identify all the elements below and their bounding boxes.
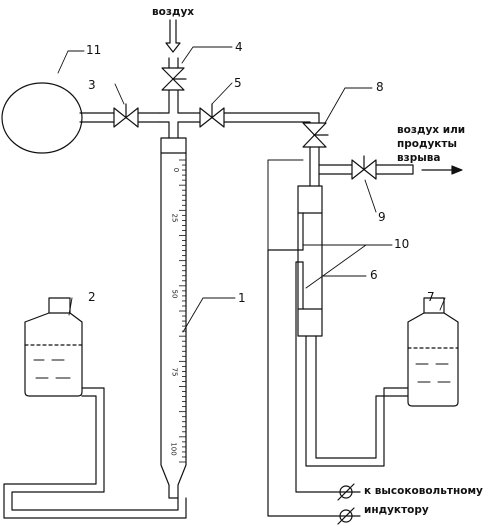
inductor-label-line-2: индуктору [364, 504, 429, 516]
pipe-to-valve-8 [223, 112, 320, 124]
terminal-2-icon [339, 509, 353, 523]
wire-to-inductor-2 [267, 249, 361, 517]
terminal-1-icon [339, 485, 353, 499]
terminal-2-slash [337, 507, 355, 525]
callout-4: 4 [235, 40, 243, 54]
hose-vessel2-burette [3, 387, 187, 519]
wire-upper-link [267, 159, 304, 251]
valve-3 [113, 107, 139, 128]
level-vessel-2 [24, 297, 83, 397]
leader-10-lower [305, 244, 367, 289]
leader-11 [57, 50, 85, 74]
pipe-valve8-to-tube [309, 146, 320, 187]
callout-11: 11 [86, 43, 102, 57]
air-inlet-label: воздух [152, 6, 195, 18]
outlet-pipe [375, 164, 414, 175]
air-outlet-label-line-2: продукты [397, 138, 458, 150]
burette-scale [179, 159, 186, 463]
scale-label-25: 25 [170, 213, 179, 223]
hose-tube6-vessel7 [305, 335, 409, 467]
leader-9 [364, 179, 377, 213]
leader-2 [68, 297, 73, 316]
callout-1: 1 [238, 291, 246, 305]
pipe-to-valve-9 [318, 164, 353, 175]
valve-9 [351, 159, 377, 180]
vessel-2-liquid-lines [33, 359, 71, 379]
air-inlet-arrow [165, 19, 181, 53]
callout-9: 9 [378, 210, 386, 224]
leader-3 [114, 83, 125, 105]
callout-8: 8 [376, 80, 384, 94]
explosion-tube-6 [297, 185, 323, 337]
leader-1 [182, 297, 236, 333]
callout-7: 7 [427, 290, 435, 304]
air-outlet-label-line-1: воздух или [397, 124, 466, 136]
valve-4 [161, 67, 185, 91]
pipe-flask-to-junction [79, 112, 161, 123]
terminal-1-slash [337, 483, 355, 501]
callout-3: 3 [88, 78, 96, 92]
callout-5: 5 [234, 76, 242, 90]
flask-11 [1, 82, 83, 154]
leader-5 [211, 82, 233, 105]
callout-2: 2 [88, 290, 96, 304]
leader-4 [181, 46, 233, 64]
leader-7 [439, 297, 446, 311]
scale-label-50: 50 [170, 289, 179, 299]
air-inlet-pipe [168, 57, 179, 69]
air-outlet-label-line-3: взрыва [397, 152, 441, 164]
scale-label-100: 100 [169, 442, 178, 456]
valve-8 [302, 122, 327, 148]
scale-label-75: 75 [170, 367, 179, 377]
wire-to-inductor-1 [295, 261, 361, 493]
valve-5 [199, 107, 225, 128]
inductor-label-line-1: к высоковольтному [364, 485, 483, 497]
level-vessel-7 [407, 297, 459, 407]
vessel-7-liquid-lines [415, 363, 451, 383]
callout-6: 6 [370, 268, 378, 282]
scale-label-0: 0 [172, 167, 181, 173]
leader-8 [324, 87, 373, 124]
central-junction [159, 90, 201, 139]
callout-10: 10 [394, 237, 410, 251]
outlet-arrow-head [451, 165, 463, 175]
